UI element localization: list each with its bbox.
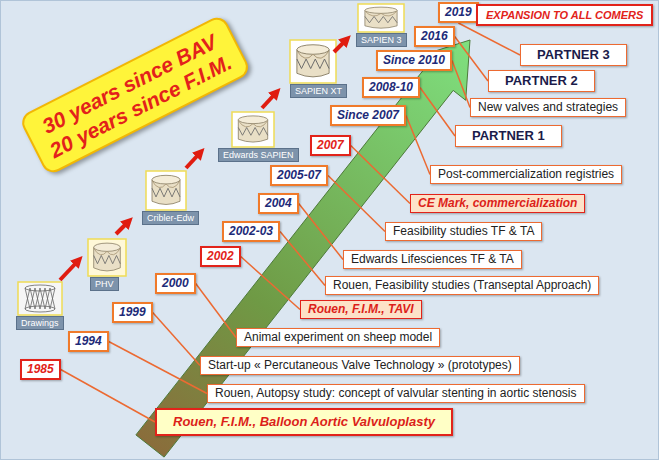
event-box: Rouen, F.I.M., Balloon Aortic Valvulopla… (155, 408, 453, 436)
event-box: Post-commercialization registries (430, 165, 622, 184)
event-box: New valves and strategies (470, 98, 626, 117)
node-text: Rouen, Feasibility studies (Transeptal A… (333, 278, 591, 293)
node-text: 2016 (421, 29, 448, 44)
valve-picture (88, 239, 126, 276)
node-text: Post-commercialization registries (438, 167, 614, 182)
year-box: 2005-07 (270, 165, 328, 186)
connector-line (299, 204, 343, 260)
node-text: 2004 (265, 196, 292, 211)
node-text: 2000 (162, 276, 189, 291)
connector-line (153, 313, 200, 366)
year-box: 2000 (155, 273, 196, 294)
year-box: Since 2007 (330, 105, 406, 126)
connector-line (61, 370, 155, 423)
progress-arrow (60, 263, 76, 280)
event-box: Rouen, Feasibility studies (Transeptal A… (325, 276, 599, 295)
connector-line (452, 61, 470, 108)
node-text: PHV (95, 279, 114, 289)
node-text: 2005-07 (277, 168, 321, 183)
connector-line (196, 284, 236, 338)
year-box: Since 2010 (376, 50, 452, 71)
node-text: New valves and strategies (478, 100, 618, 115)
node-text: Since 2010 (383, 53, 445, 68)
image-caption: SAPIEN 3 (356, 33, 407, 47)
year-box: 2008-10 (362, 77, 420, 98)
node-text: SAPIEN XT (295, 86, 342, 96)
event-box: Feasibility studies TF & TA (385, 222, 542, 241)
event-box: EXPANSION TO ALL COMERS (476, 4, 653, 26)
connector-line (280, 232, 325, 286)
node-text: Feasibility studies TF & TA (393, 224, 534, 239)
progress-arrow (186, 155, 198, 168)
event-box: PARTNER 2 (488, 70, 595, 92)
image-caption: Drawings (16, 316, 64, 330)
connector-line (328, 176, 385, 232)
event-box: Rouen, F.I.M., TAVI (300, 300, 422, 319)
node-text: PARTNER 2 (505, 73, 578, 89)
progress-arrow (334, 42, 344, 52)
node-text: Drawings (21, 318, 59, 328)
connector-line (458, 23, 520, 55)
year-box: 2004 (258, 193, 299, 214)
year-box: 1994 (68, 331, 109, 352)
image-caption: Cribler-Edw (142, 211, 199, 225)
image-caption: Edwards SAPIEN (218, 148, 299, 162)
year-box: 1999 (112, 302, 153, 323)
connector-line (351, 146, 410, 204)
image-caption: SAPIEN XT (290, 84, 347, 98)
year-box: 2002 (200, 246, 241, 267)
connector-line (420, 88, 455, 137)
node-text: CE Mark, commercialization (418, 196, 577, 211)
node-text: 1999 (119, 305, 146, 320)
event-box: Start-up « Percutaneous Valve Technology… (200, 356, 520, 375)
node-text: Edwards SAPIEN (223, 150, 294, 160)
valve-drawing (18, 282, 62, 315)
node-text: 1985 (27, 362, 54, 377)
node-text: Rouen, Autopsy study: concept of valvula… (215, 386, 577, 401)
event-box: Edwards Lifesciences TF & TA (343, 250, 522, 269)
node-text: SAPIEN 3 (361, 35, 402, 45)
valve-picture (232, 112, 274, 147)
valve-picture (146, 171, 186, 210)
year-box: 2007 (310, 135, 351, 156)
connector-line (109, 342, 207, 394)
event-box: Animal experiment on sheep model (236, 328, 440, 347)
year-box: 2019 (438, 2, 479, 23)
node-text: PARTNER 3 (537, 47, 610, 63)
node-text: 2007 (317, 138, 344, 153)
connector-line (455, 37, 488, 82)
node-text: Cribler-Edw (147, 213, 194, 223)
node-text: 2002-03 (229, 224, 273, 239)
anniversary-banner: 30 years since BAV20 years since F.I.M. (18, 14, 252, 177)
node-text: Edwards Lifesciences TF & TA (351, 252, 514, 267)
event-box: PARTNER 1 (455, 125, 562, 147)
progress-arrow (262, 95, 274, 108)
image-caption: PHV (90, 277, 119, 291)
node-text: Since 2007 (337, 108, 399, 123)
connector-line (406, 116, 430, 175)
progress-arrow (116, 224, 126, 234)
node-text: 2002 (207, 249, 234, 264)
year-box: 2016 (414, 26, 455, 47)
node-text: EXPANSION TO ALL COMERS (486, 8, 643, 22)
year-box: 2002-03 (222, 221, 280, 242)
node-text: 1994 (75, 334, 102, 349)
node-text: Start-up « Percutaneous Valve Technology… (208, 358, 512, 373)
valve-picture (290, 40, 336, 83)
event-box: CE Mark, commercialization (410, 194, 585, 213)
connector-line (241, 257, 300, 310)
node-text: PARTNER 1 (472, 128, 545, 144)
node-text: Animal experiment on sheep model (244, 330, 432, 345)
node-text: 2019 (445, 5, 472, 20)
event-box: Rouen, Autopsy study: concept of valvula… (207, 384, 585, 403)
node-text: Rouen, F.I.M., Balloon Aortic Valvulopla… (173, 414, 435, 430)
year-box: 1985 (20, 359, 61, 380)
event-box: PARTNER 3 (520, 44, 627, 66)
node-text: 2008-10 (369, 80, 413, 95)
valve-picture (358, 4, 404, 32)
node-text: Rouen, F.I.M., TAVI (308, 302, 414, 317)
